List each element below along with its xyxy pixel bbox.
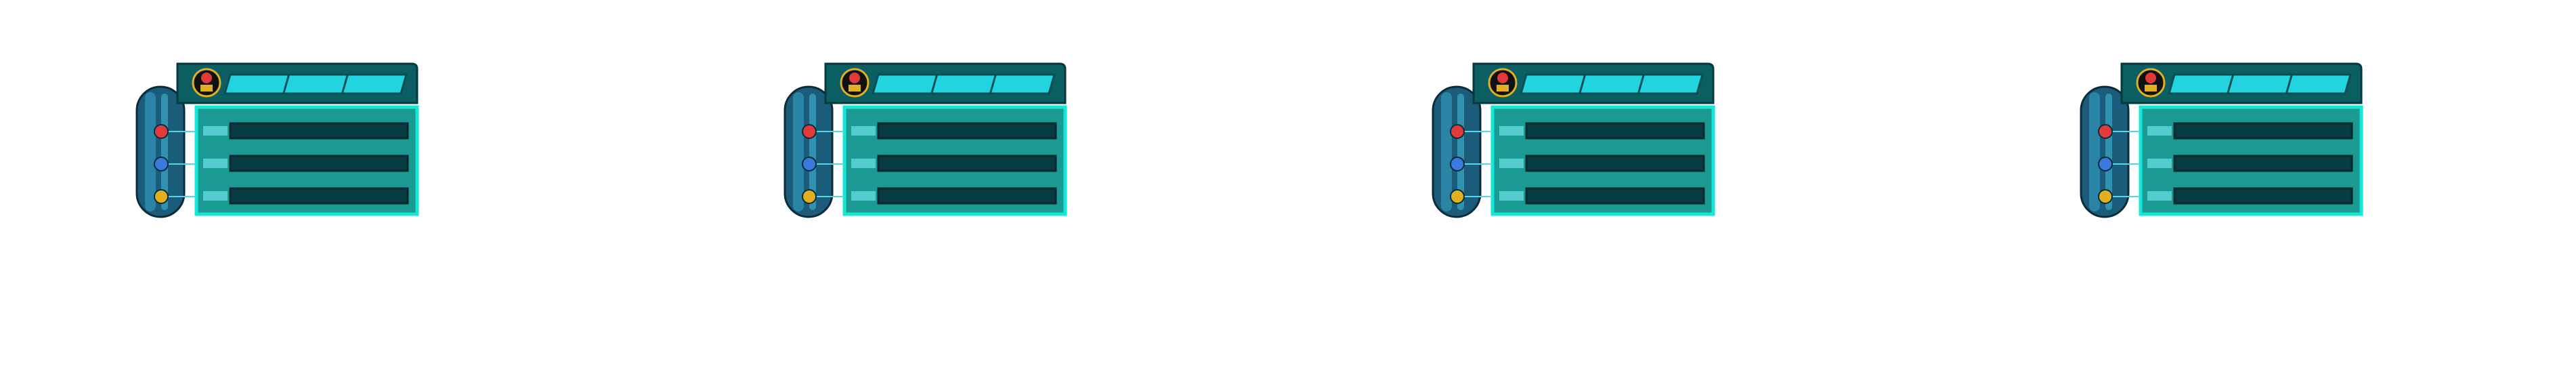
header-gauge-bar [872,73,1056,95]
energy-gem-icon [154,189,169,204]
hud-graphic [2080,62,2363,218]
gauge-divider [1579,74,1587,94]
row-label-stub [2147,126,2172,136]
mana-gem-icon [154,157,169,171]
heart-gem-icon [2098,124,2113,139]
stat-slot [229,122,409,140]
hud-frame-1 [135,60,420,219]
mana-gem-icon [802,157,817,171]
stat-slot [2173,122,2353,140]
header-gauge-bar [2168,73,2352,95]
row-label-stub [851,159,876,168]
hud-frame-2 [783,60,1068,219]
stat-slot [1525,122,1705,140]
status-capsule [1432,85,1482,218]
heart-gem-icon [802,124,817,139]
gauge-divider [341,74,349,94]
gauge-divider [2285,74,2293,94]
status-capsule [135,85,186,218]
warrior-portrait-icon [1488,68,1518,98]
energy-gem-icon [1450,189,1465,204]
stat-slot [877,122,1057,140]
stat-slot [877,187,1057,205]
row-label-stub [851,126,876,136]
hud-frame-4 [2080,60,2364,219]
gauge-divider [1637,74,1645,94]
heart-gem-icon [1450,124,1465,139]
status-capsule [783,85,834,218]
gauge-divider [989,74,997,94]
stat-slot [229,155,409,172]
warrior-portrait-icon [840,68,870,98]
row-label-stub [1499,159,1524,168]
hud-frame-3 [1432,60,1716,219]
stat-slot [229,187,409,205]
hud-graphic [135,62,419,218]
row-label-stub [1499,191,1524,201]
hud-graphic [1432,62,1715,218]
stat-slot [877,155,1057,172]
row-label-stub [2147,191,2172,201]
warrior-portrait-icon [2136,68,2166,98]
heart-gem-icon [154,124,169,139]
row-label-stub [203,159,228,168]
row-label-stub [203,126,228,136]
row-label-stub [203,191,228,201]
row-label-stub [2147,159,2172,168]
energy-gem-icon [2098,189,2113,204]
header-gauge-bar [1520,73,1704,95]
stat-slot [1525,187,1705,205]
gauge-divider [930,74,939,94]
energy-gem-icon [802,189,817,204]
row-label-stub [1499,126,1524,136]
gauge-divider [282,74,291,94]
stat-slot [2173,155,2353,172]
header-gauge-bar [223,73,408,95]
mana-gem-icon [1450,157,1465,171]
status-capsule [2080,85,2130,218]
hud-graphic [783,62,1067,218]
mana-gem-icon [2098,157,2113,171]
stat-slot [1525,155,1705,172]
warrior-portrait-icon [192,68,221,98]
gauge-divider [2227,74,2235,94]
stat-slot [2173,187,2353,205]
row-label-stub [851,191,876,201]
